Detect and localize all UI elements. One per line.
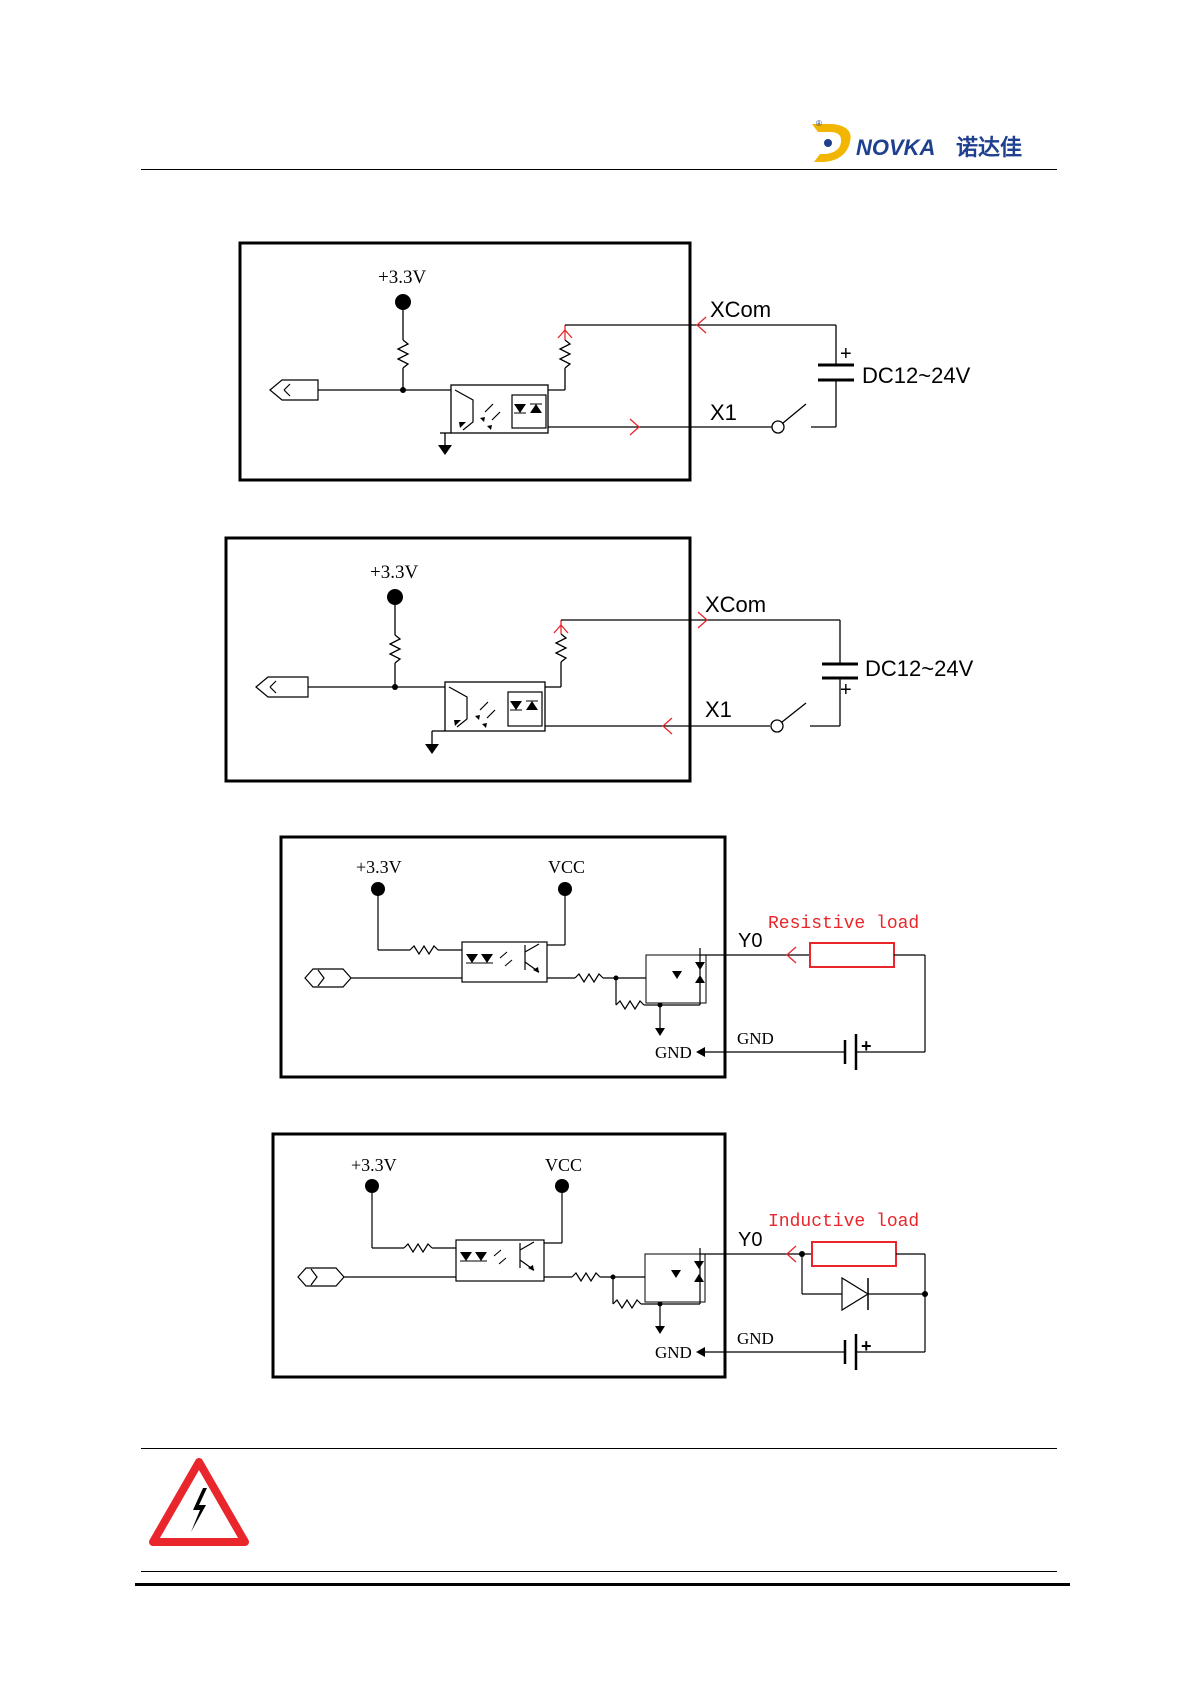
warning-top-rule [141, 1448, 1057, 1449]
ground-icon [655, 1326, 665, 1334]
resistor-icon [616, 1001, 644, 1009]
switch-lever-icon [783, 404, 806, 423]
supply-label: +3.3V [356, 857, 402, 877]
input-connector-icon [256, 677, 308, 697]
supply-label: +3.3V [378, 267, 426, 288]
xcom-label: XCom [710, 297, 771, 322]
output-circuit-diagram-inductive: +3.3V VCC Y0 Inductive load [273, 1134, 928, 1377]
x1-label: X1 [705, 697, 732, 722]
output-label: Y0 [738, 930, 762, 952]
resistor-icon [410, 946, 438, 954]
resistor-icon [404, 1244, 432, 1252]
resistor-icon [613, 1300, 641, 1308]
led-pair-icon [466, 954, 493, 963]
gnd-left-label: GND [655, 1043, 692, 1062]
source-label: DC12~24V [862, 363, 971, 388]
load-resistor-icon [810, 943, 894, 967]
load-label: Resistive load [768, 914, 919, 934]
resistor-icon [390, 635, 400, 663]
plus-sign: + [840, 679, 852, 701]
diagram-frame [273, 1134, 725, 1377]
diagram-frame [240, 243, 690, 480]
vcc-label: VCC [545, 1155, 582, 1175]
output-connector-icon [305, 969, 351, 987]
gnd-right-label: GND [737, 1029, 774, 1048]
led-pair-icon [514, 404, 542, 413]
resistor-icon [572, 1273, 600, 1281]
x1-label: X1 [710, 400, 737, 425]
output-connector-icon [298, 1268, 344, 1286]
resistor-icon [560, 340, 570, 368]
resistor-icon [556, 634, 566, 662]
switch-lever-icon [782, 703, 806, 722]
plus-sign: + [861, 1336, 872, 1356]
load-inductor-icon [812, 1242, 896, 1266]
flyback-diode-icon [842, 1278, 868, 1310]
source-label: DC12~24V [865, 656, 974, 681]
plus-sign: + [840, 343, 852, 365]
input-connector-icon [270, 380, 318, 400]
gnd-arrow-icon [696, 1347, 705, 1357]
protection-diodes-icon [671, 1261, 704, 1282]
supply-label: +3.3V [351, 1155, 397, 1175]
load-label: Inductive load [768, 1212, 919, 1232]
ground-icon [438, 445, 452, 455]
gnd-arrow-icon [696, 1047, 705, 1057]
warning-bottom-rule [141, 1571, 1057, 1572]
output-label: Y0 [738, 1229, 762, 1251]
resistor-icon [398, 340, 408, 368]
ground-icon [655, 1028, 665, 1036]
output-circuit-diagram-resistive: +3.3V VCC Y0 Resistive load [281, 837, 925, 1077]
optocoupler-icon [462, 942, 547, 982]
vcc-label: VCC [548, 857, 585, 877]
resistor-icon [575, 974, 603, 982]
diagram-frame [281, 837, 725, 1077]
ground-icon [425, 744, 439, 754]
led-pair-icon [460, 1252, 487, 1261]
input-circuit-diagram-1: +3.3V XCom X1 [240, 243, 971, 480]
led-pair-icon [510, 701, 538, 710]
switch-contact-icon [772, 421, 784, 433]
high-voltage-warning-icon [153, 1462, 245, 1542]
footer-rule [135, 1583, 1070, 1586]
gnd-right-label: GND [737, 1329, 774, 1348]
switch-contact-icon [771, 720, 783, 732]
input-circuit-diagram-2: +3.3V XCom X1 [226, 538, 974, 781]
diagram-frame [226, 538, 690, 781]
gnd-left-label: GND [655, 1343, 692, 1362]
xcom-label: XCom [705, 592, 766, 617]
plus-sign: + [861, 1036, 872, 1056]
supply-label: +3.3V [370, 562, 418, 583]
